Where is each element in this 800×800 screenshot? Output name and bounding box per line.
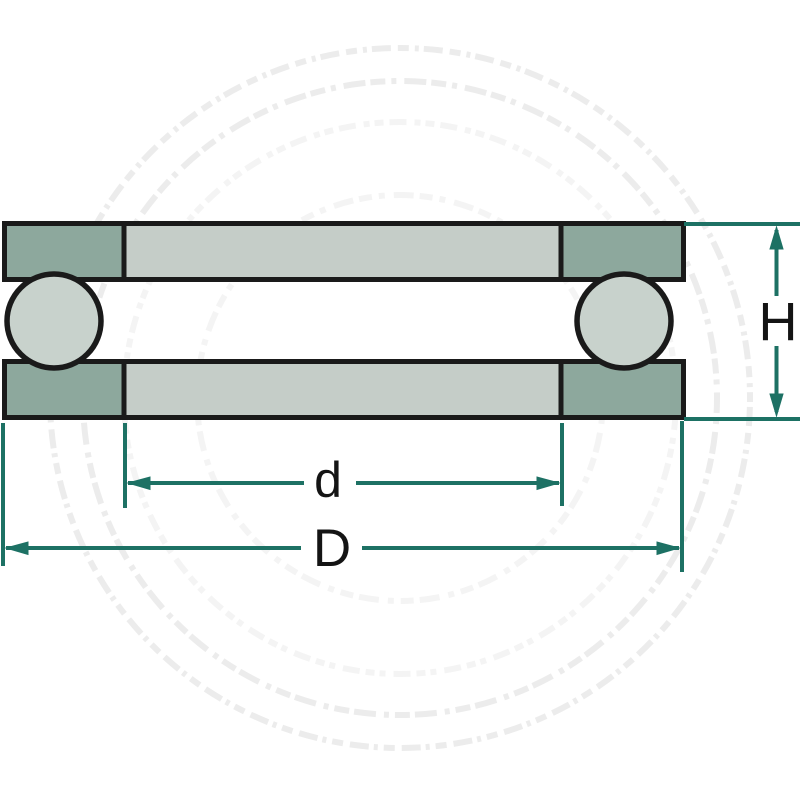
bottom-washer-left-shoulder — [2, 359, 127, 420]
arrow-right — [656, 541, 681, 556]
watermark-ring — [80, 78, 720, 718]
inner-diameter-dimension: d — [123, 423, 564, 508]
arrow-left — [126, 476, 151, 491]
arrow-down — [769, 393, 784, 418]
arrow-left — [4, 541, 29, 556]
arrow-right — [536, 476, 561, 491]
left-ball — [4, 271, 104, 371]
bottom-washer-right-shoulder — [558, 359, 686, 420]
arrow-up — [769, 225, 784, 250]
right-ball — [574, 271, 674, 371]
bottom-washer-face — [121, 359, 564, 420]
inner-diameter-label: d — [314, 452, 342, 508]
outer-diameter-dimension: D — [1, 421, 684, 578]
outer-diameter-label: D — [313, 519, 351, 578]
top-washer-left-shoulder — [2, 221, 127, 282]
height-label: H — [759, 292, 798, 352]
bottom-washer — [2, 359, 686, 420]
height-dimension: H — [684, 222, 800, 421]
watermark-ring — [47, 45, 753, 751]
top-washer-face — [121, 221, 564, 282]
top-washer-right-shoulder — [558, 221, 686, 282]
top-washer — [2, 221, 686, 282]
